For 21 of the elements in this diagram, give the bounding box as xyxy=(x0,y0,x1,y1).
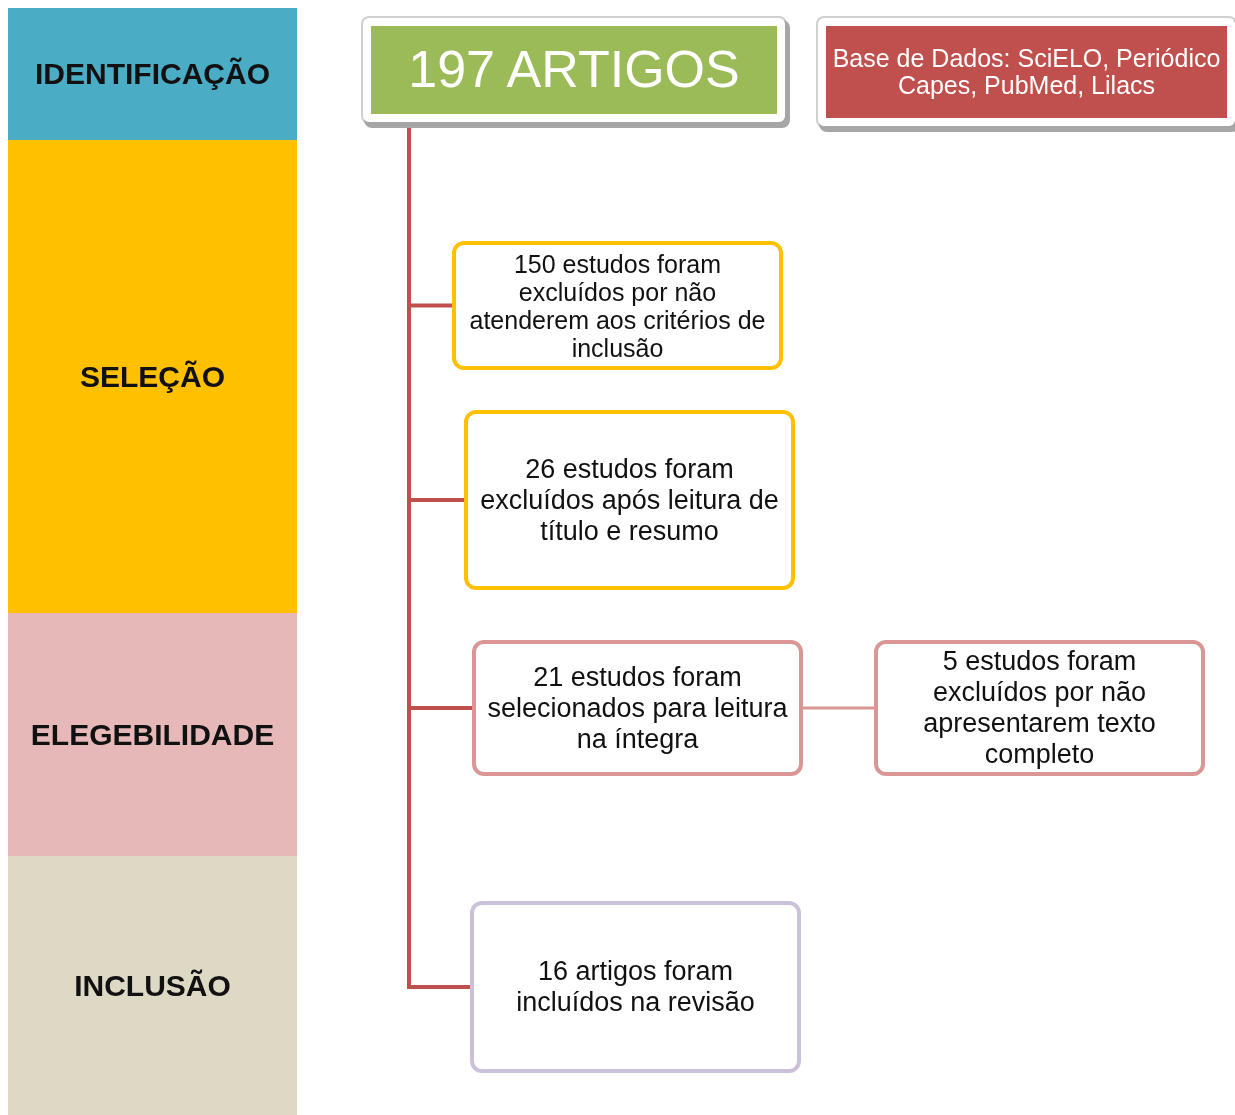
stage-label: INCLUSÃO xyxy=(74,968,231,1003)
box-text: 5 estudos foram excluídos por não apresentarem texto completo xyxy=(922,646,1157,770)
box-text: 26 estudos foram excluídos após leitura de título e resumo xyxy=(479,453,780,547)
process-box xyxy=(472,640,803,776)
process-box xyxy=(470,901,801,1073)
stage-band xyxy=(8,8,297,140)
stage-label: ELEGEBILIDADE xyxy=(30,717,275,752)
box-text: 21 estudos foram selecionados para leitura na íntegra xyxy=(486,661,789,755)
box-text: 197 ARTIGOS xyxy=(408,41,740,99)
box-text: 150 estudos foram excluídos por não atenderem aos critérios de inclusão xyxy=(468,249,767,362)
stage-band xyxy=(8,613,297,856)
process-box xyxy=(452,241,783,370)
stage-band xyxy=(8,856,297,1115)
stage-label: SELEÇÃO xyxy=(80,359,225,394)
process-box xyxy=(464,410,795,590)
process-box xyxy=(874,640,1205,776)
stage-label: IDENTIFICAÇÃO xyxy=(35,57,270,91)
box-text: 16 artigos foram incluídos na revisão xyxy=(515,956,756,1018)
connector-line xyxy=(803,706,874,710)
box-text: Base de Dados: SciELO, Periódico Capes, PubMed, Lilacs xyxy=(831,44,1222,100)
stage-band xyxy=(8,140,297,613)
